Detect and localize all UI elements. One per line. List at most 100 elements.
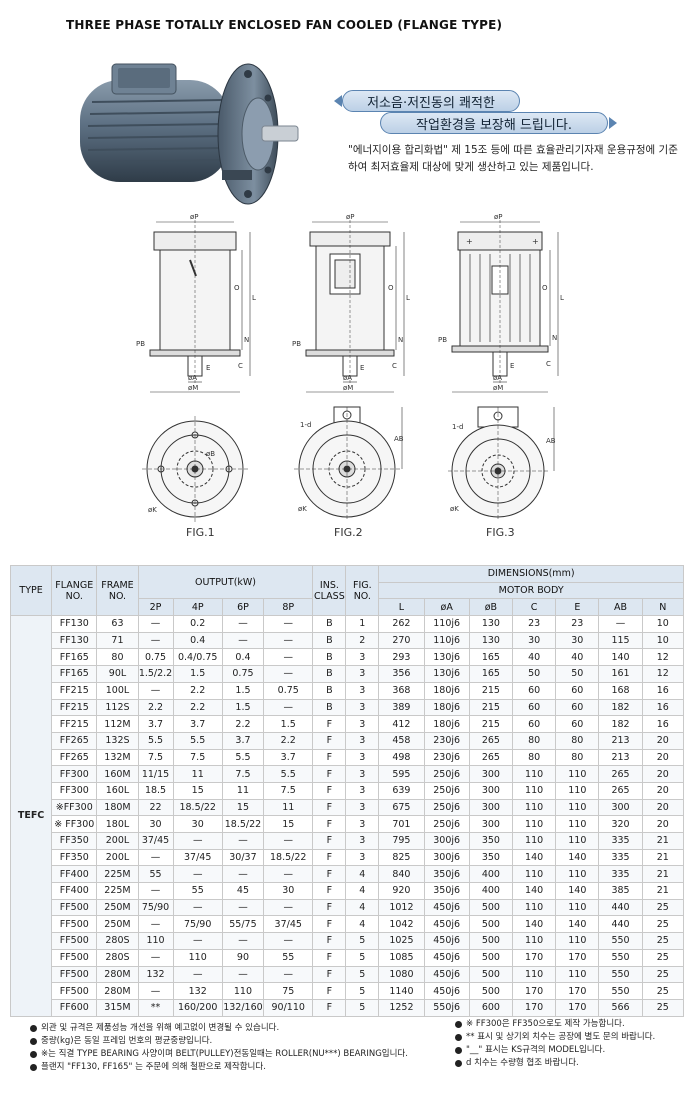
table-cell: 3 — [345, 781, 380, 800]
table-cell: 7.5 — [221, 765, 265, 783]
table-cell: 132/160 — [221, 998, 265, 1017]
table-cell: 160L — [96, 781, 139, 800]
table-cell: 840 — [378, 865, 425, 884]
table-cell: 3 — [345, 665, 380, 683]
table-cell: 450j6 — [423, 982, 470, 1000]
table-cell: 335 — [598, 865, 643, 884]
table-cell: 12 — [641, 665, 685, 683]
table-cell: 50 — [555, 665, 600, 683]
table-cell: 920 — [378, 882, 425, 900]
table-cell: 500 — [468, 982, 514, 1000]
sub-header-cell: AB — [598, 598, 643, 617]
table-cell: 5 — [345, 982, 380, 1000]
table-cell: 350j6 — [423, 882, 470, 900]
svg-text:øP: øP — [190, 213, 199, 221]
fig3-label: FIG.3 — [486, 526, 515, 539]
svg-text:øK: øK — [148, 506, 157, 514]
table-cell: 75 — [263, 982, 314, 1000]
table-cell: — — [137, 882, 174, 900]
table-cell: F — [312, 731, 347, 750]
table-cell: F — [312, 832, 347, 850]
table-cell: 21 — [641, 848, 685, 867]
table-cell: 250j6 — [423, 781, 470, 800]
svg-text:N: N — [244, 336, 249, 344]
table-cell: 450j6 — [423, 965, 470, 984]
table-cell: 200L — [96, 832, 139, 850]
slogan-line-1: 저소음·저진동의 쾌적한 — [342, 90, 520, 112]
table-cell: FF215 — [51, 715, 98, 733]
table-cell: 2.2 — [263, 731, 314, 750]
svg-text:øP: øP — [346, 213, 355, 221]
table-cell: 300 — [468, 815, 514, 833]
table-cell: F — [312, 848, 347, 867]
table-cell: 500 — [468, 948, 514, 967]
table-cell: 300 — [468, 798, 514, 817]
table-cell: 25 — [641, 915, 685, 934]
table-cell: 165 — [468, 648, 514, 667]
svg-text:øP: øP — [494, 213, 503, 221]
table-cell: 20 — [641, 731, 685, 750]
table-cell: 30 — [263, 882, 314, 900]
table-cell: FF165 — [51, 665, 98, 683]
table-cell: 213 — [598, 748, 643, 767]
table-cell: 110 — [512, 865, 557, 884]
table-cell: 0.75 — [137, 648, 174, 667]
table-cell: 60 — [512, 715, 557, 733]
table-cell: 1 — [345, 615, 380, 633]
table-cell: B — [312, 615, 347, 633]
table-cell: B — [312, 681, 347, 700]
table-cell: 55/75 — [221, 915, 265, 934]
table-cell: 795 — [378, 832, 425, 850]
table-cell: 37/45 — [172, 848, 223, 867]
table-cell: 4 — [345, 882, 380, 900]
table-cell: 25 — [641, 948, 685, 967]
table-cell: F — [312, 915, 347, 934]
col-ins-class: INS. CLASS — [312, 564, 347, 617]
table-cell: 132 — [172, 982, 223, 1000]
table-cell: 130 — [468, 615, 514, 633]
table-cell: 25 — [641, 998, 685, 1017]
table-cell: 60 — [512, 681, 557, 700]
page-title: THREE PHASE TOTALLY ENCLOSED FAN COOLED … — [66, 18, 503, 32]
table-cell: — — [221, 615, 265, 633]
col-fig-no: FIG. NO. — [345, 564, 380, 617]
table-cell: F — [312, 948, 347, 967]
svg-text:O: O — [234, 284, 240, 292]
table-cell: 498 — [378, 748, 425, 767]
table-cell: 1085 — [378, 948, 425, 967]
table-cell: 1080 — [378, 965, 425, 984]
table-cell: 165 — [468, 665, 514, 683]
table-cell: F — [312, 998, 347, 1017]
table-cell: 50 — [512, 665, 557, 683]
table-cell: 320 — [598, 815, 643, 833]
table-cell: 3.7 — [263, 748, 314, 767]
table-cell: 1.5 — [263, 715, 314, 733]
table-cell: 280M — [96, 982, 139, 1000]
table-cell: — — [263, 832, 314, 850]
table-cell: — — [172, 965, 223, 984]
table-cell: — — [172, 865, 223, 884]
table-cell: 265 — [468, 731, 514, 750]
table-cell: 3 — [345, 715, 380, 733]
table-cell: 110 — [555, 832, 600, 850]
table-cell: 500 — [468, 932, 514, 950]
table-cell: 1252 — [378, 998, 425, 1017]
table-cell: FF215 — [51, 681, 98, 700]
table-cell: 2.2 — [172, 681, 223, 700]
table-cell: 356 — [378, 665, 425, 683]
table-cell: B — [312, 698, 347, 717]
table-cell: F — [312, 965, 347, 984]
note-item: d 치수는 수량형 협조 바랍니다. — [455, 1057, 685, 1070]
table-cell: 110 — [555, 898, 600, 917]
table-cell: — — [137, 681, 174, 700]
table-cell: 3 — [345, 848, 380, 867]
table-cell: 368 — [378, 681, 425, 700]
table-cell: 160/200 — [172, 998, 223, 1017]
table-cell: 600 — [468, 998, 514, 1017]
table-cell: 215 — [468, 681, 514, 700]
svg-text:E: E — [360, 364, 364, 372]
table-cell: 1042 — [378, 915, 425, 934]
